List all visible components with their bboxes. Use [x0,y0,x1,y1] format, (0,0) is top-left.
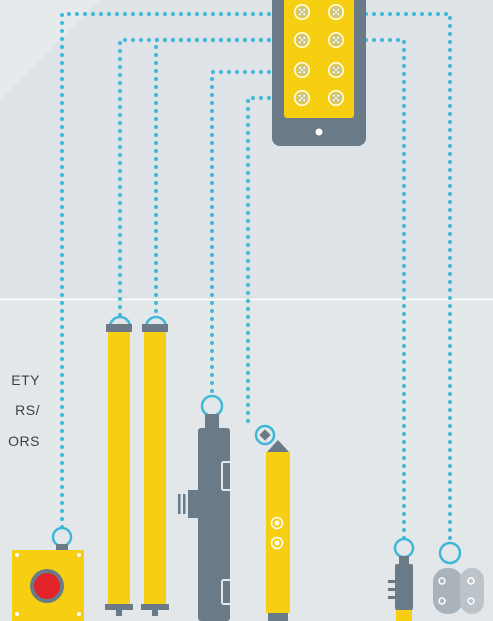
safety-switch-icon [388,537,415,621]
connector-port-icon [328,32,344,48]
label-line-1: ETY [11,372,40,388]
connector-port-icon [328,62,344,78]
connector-port-icon [294,62,310,78]
safety-laser-scanner-icon [176,394,237,621]
safety-sensor-bar-icon [254,424,290,621]
connector-port-icon [294,32,310,48]
connector-light-curtain-2 [154,38,287,320]
connection-block-icon [272,0,366,146]
connector-door-interlock [348,12,452,546]
connector-emergency-stop [60,12,287,530]
connector-port-icon [294,4,310,20]
label-line-3: ORS [8,433,40,449]
safety-light-curtain-icon [141,315,169,616]
connector-lines [60,12,452,546]
connector-safety-switch [348,38,406,542]
connector-port-icon [294,90,310,106]
connector-port-icon [328,4,344,20]
safety-light-curtain-icon [105,315,133,616]
door-interlock-icon [433,541,484,614]
label-line-2: RS/ [15,402,40,418]
connector-laser-scanner [210,70,287,398]
emergency-stop-button-icon [12,526,84,621]
background-shade [0,0,100,100]
connector-sensor-bar [246,96,287,430]
connector-port-icon [328,90,344,106]
